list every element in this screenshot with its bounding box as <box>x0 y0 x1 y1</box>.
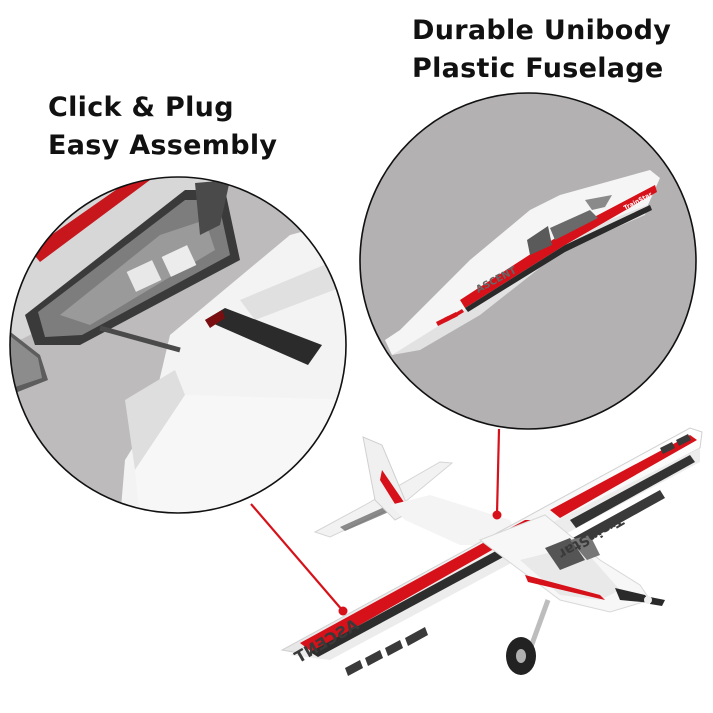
detail-circle-wing-joint <box>9 176 347 514</box>
leader-line-fuselage <box>492 428 502 520</box>
detail-circle-fuselage: ASCENT TrainStar <box>359 92 697 430</box>
callout-line-1: Durable Unibody <box>412 15 672 46</box>
callout-line-2: Plastic Fuselage <box>412 53 664 84</box>
callout-line-2: Easy Assembly <box>48 130 278 161</box>
leader-dot <box>492 510 502 520</box>
callout-title-assembly: Click & Plug Easy Assembly <box>48 89 277 165</box>
callout-line-1: Click & Plug <box>48 92 234 123</box>
leader-dot <box>338 606 348 616</box>
airplane-render: ASCENT TrainStar <box>280 427 703 676</box>
callout-title-fuselage: Durable Unibody Plastic Fuselage <box>412 12 671 88</box>
leader-line-assembly <box>250 503 348 616</box>
